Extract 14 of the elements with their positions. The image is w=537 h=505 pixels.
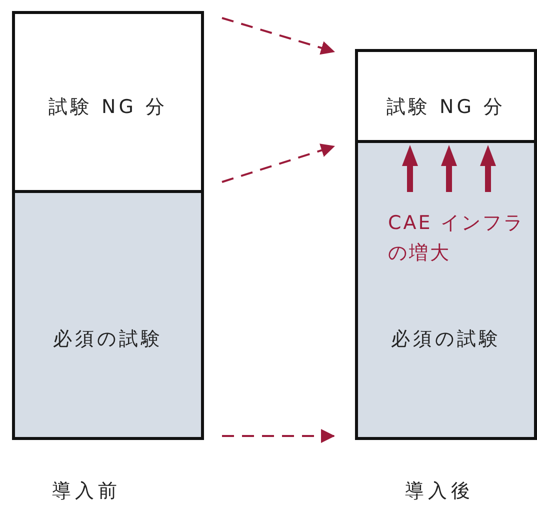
annotation-text: CAE インフラの増大 (388, 211, 526, 266)
text-box (355, 140, 537, 440)
dashed-arrow (222, 144, 336, 183)
text-box (12, 190, 204, 440)
dashed-arrow (222, 429, 335, 443)
box-label: 試験 NG 分 (47, 95, 168, 120)
box-label: 試験 NG 分 (385, 95, 506, 120)
text-box (12, 11, 204, 193)
dashed-arrow (222, 17, 336, 55)
box-label: 必須の試験 (390, 327, 502, 352)
box-label: 必須の試験 (52, 327, 164, 352)
caption-text: 導入後 (405, 479, 474, 504)
text-box (355, 49, 537, 143)
caption-text: 導入前 (52, 479, 121, 504)
